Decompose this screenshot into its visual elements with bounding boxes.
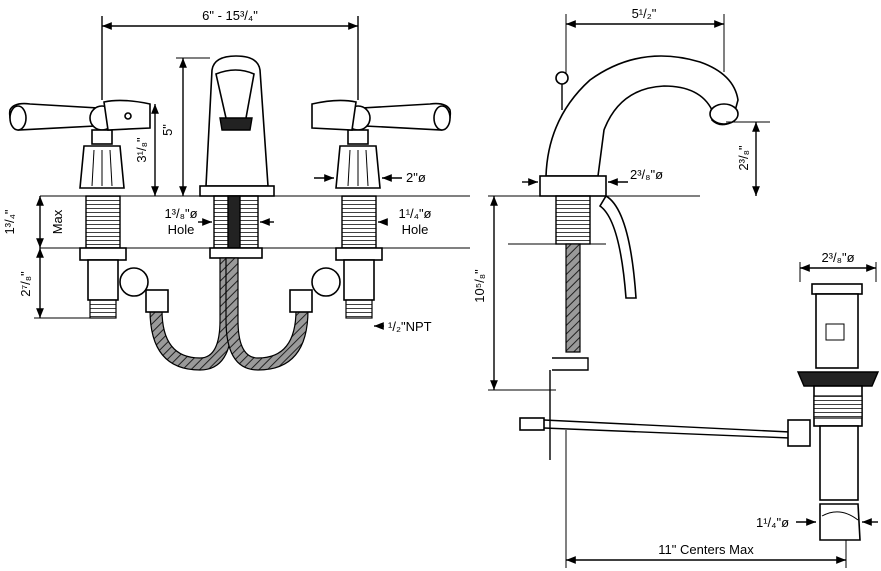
side-view: 5¹/₂" 2³/₈"ø 2³/₈" 10⁵/₈" [472,6,880,568]
dim-drain-tail: 1¹/₄"ø [756,515,789,530]
side-lift-knob [555,71,569,85]
popup-drain [787,283,880,541]
dim-spout-reach: 5¹/₂" [632,6,657,21]
dim-center-hole-value: 1³/₈"ø [164,206,197,221]
front-view: 6" - 15³/₄" [2,8,470,371]
dim-spout-outlet: 2³/₈" [736,145,751,171]
dim-base-dia: 2³/₈"ø [630,167,663,182]
dim-deck-max-label: Max [50,209,65,234]
side-spout-body [545,55,739,177]
left-valve-body [87,259,119,301]
right-shank-thread [341,195,377,249]
right-valve-body [343,259,375,301]
side-supply-line [598,194,637,299]
dim-shank-length: 2⁷/₈" [18,271,33,297]
left-elbow-nut [145,289,169,313]
left-handle [8,99,151,189]
right-npt-thread [345,299,373,319]
dim-deck-max-value: 1³/₄" [2,209,17,234]
side-pivot-rod [543,419,791,433]
dim-top-width: 6" - 15³/₄" [202,8,258,23]
center-spout [199,55,275,259]
side-shank [555,195,591,245]
side-hose [565,243,581,353]
right-elbow [311,267,341,297]
left-npt-thread [89,299,117,319]
dim-handle-height: 3¹/₈" [134,137,149,163]
left-shank-thread [85,195,121,249]
dim-spout-height: 5" [160,124,175,136]
left-nut [79,247,127,261]
dim-handle-dia: 2"ø [406,170,426,185]
right-handle [311,99,452,189]
right-hose [225,257,309,371]
dim-npt: ¹/₂"NPT [388,319,432,334]
right-elbow-nut [289,289,313,313]
side-bracket [552,357,589,371]
dim-drain-top: 2³/₈"ø [821,250,854,265]
left-elbow [119,267,149,297]
side-base [539,175,607,197]
dim-centers: 11" Centers Max [658,542,754,557]
dim-side-hole-label: Hole [402,222,429,237]
dim-center-hole-label: Hole [168,222,195,237]
right-nut [335,247,383,261]
dim-below-deck: 10⁵/₈" [472,269,487,303]
dim-side-hole-value: 1¹/₄"ø [398,206,431,221]
left-hose [149,257,233,371]
side-clevis [519,417,545,431]
